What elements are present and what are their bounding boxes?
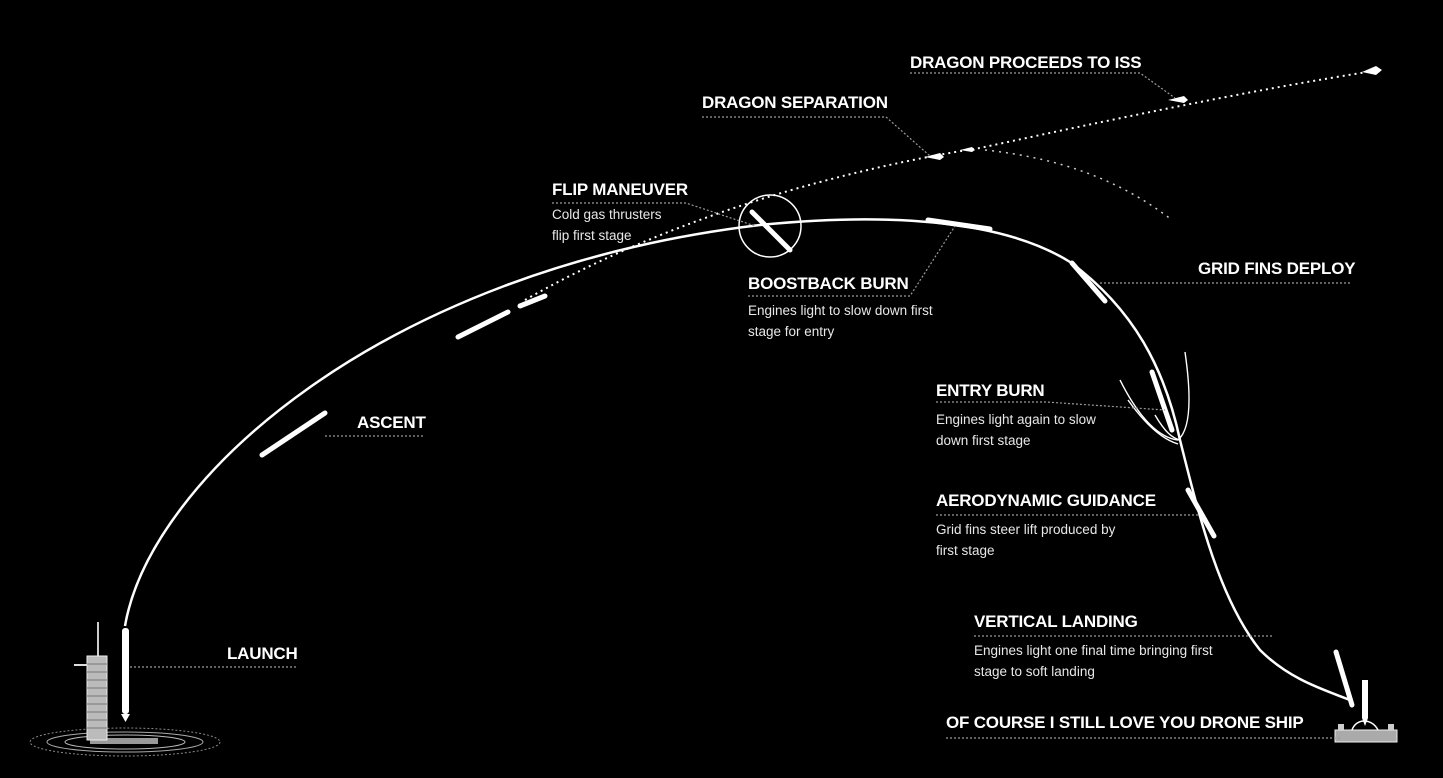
drone-ship-label: OF COURSE I STILL LOVE YOU DRONE SHIP	[946, 713, 1304, 733]
entry-desc-line: Engines light again to slow	[936, 412, 1096, 427]
flip-maneuver-title: FLIP MANEUVER	[552, 180, 688, 199]
boostback-desc-line: Engines light to slow down first	[748, 303, 933, 318]
aero-guidance-label: AERODYNAMIC GUIDANCE Grid fins steer lif…	[936, 491, 1156, 561]
launch-title: LAUNCH	[227, 644, 298, 663]
flip-highlight-circle	[738, 194, 802, 258]
ascent-label: ASCENT	[357, 413, 426, 433]
entry-burn-title: ENTRY BURN	[936, 381, 1045, 400]
launch-label: LAUNCH	[227, 644, 298, 664]
dragon-separation-label: DRAGON SEPARATION	[702, 93, 888, 113]
vertical-landing-title: VERTICAL LANDING	[974, 612, 1138, 631]
landing-desc-line: stage to soft landing	[974, 664, 1095, 679]
boostback-title: BOOSTBACK BURN	[748, 274, 909, 293]
drone-ship-title: OF COURSE I STILL LOVE YOU DRONE SHIP	[946, 713, 1304, 732]
rocket-on-pad-icon	[121, 628, 130, 722]
flip-maneuver-label: FLIP MANEUVER Cold gas thrusters flip fi…	[552, 180, 688, 246]
dragon-iss-label: DRAGON PROCEEDS TO ISS	[910, 53, 1142, 73]
entry-desc-line: down first stage	[936, 433, 1031, 448]
launch-tower	[74, 622, 108, 741]
dragon-capsules	[925, 66, 1382, 160]
dragon-separation-title: DRAGON SEPARATION	[702, 93, 888, 112]
trunk-fall-trajectory	[984, 149, 1173, 221]
aero-guidance-desc: Grid fins steer lift produced by first s…	[936, 519, 1156, 561]
entry-burn-desc: Engines light again to slow down first s…	[936, 409, 1096, 451]
aero-guidance-title: AERODYNAMIC GUIDANCE	[936, 491, 1156, 510]
boostback-desc: Engines light to slow down first stage f…	[748, 300, 933, 342]
first-stage-trajectory	[123, 218, 1351, 702]
dragon-iss-title: DRAGON PROCEEDS TO ISS	[910, 53, 1142, 72]
drone-ship-icon	[1334, 720, 1398, 743]
aero-desc-line: first stage	[936, 543, 995, 558]
boostback-desc-line: stage for entry	[748, 324, 835, 339]
aero-desc-line: Grid fins steer lift produced by	[936, 522, 1116, 537]
flip-desc-line: Cold gas thrusters	[552, 207, 662, 222]
boostback-label: BOOSTBACK BURN Engines light to slow dow…	[748, 274, 933, 342]
leader-lines	[130, 72, 1352, 739]
ascent-rocket-markers	[259, 217, 1175, 458]
launch-pad	[29, 727, 221, 757]
grid-fins-title: GRID FINS DEPLOY	[1198, 259, 1356, 278]
flip-desc-line: flip first stage	[552, 228, 632, 243]
second-stage-trajectory	[524, 69, 1381, 301]
flip-maneuver-desc: Cold gas thrusters flip first stage	[552, 204, 688, 246]
landing-desc-line: Engines light one final time bringing fi…	[974, 643, 1213, 658]
landing-rockets	[1333, 649, 1368, 726]
grid-fins-label: GRID FINS DEPLOY	[1198, 259, 1356, 279]
vertical-landing-desc: Engines light one final time bringing fi…	[974, 640, 1213, 682]
vertical-landing-label: VERTICAL LANDING Engines light one final…	[974, 612, 1213, 682]
entry-burn-label: ENTRY BURN Engines light again to slow d…	[936, 381, 1096, 451]
ascent-title: ASCENT	[357, 413, 426, 432]
